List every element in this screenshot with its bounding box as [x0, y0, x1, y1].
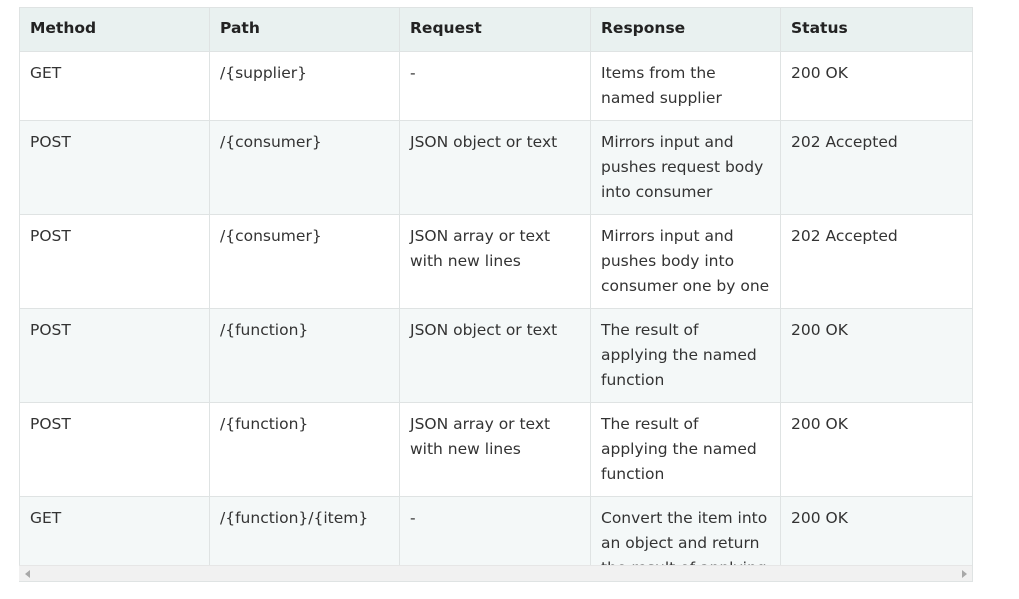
horizontal-scrollbar[interactable] — [19, 565, 973, 582]
header-method: Method — [19, 7, 210, 52]
cell-response: Mirrors input and pushes request body in… — [590, 120, 781, 215]
cell-method: POST — [19, 402, 210, 497]
table-row: POST /{consumer} JSON object or text Mir… — [19, 120, 973, 215]
cell-request: JSON array or text with new lines — [399, 402, 591, 497]
table-viewport: Method Path Request Response Status GET … — [19, 7, 973, 565]
cell-status: 202 Accepted — [780, 214, 973, 309]
cell-path: /{function}/{item} — [209, 496, 400, 565]
cell-request: JSON object or text — [399, 308, 591, 403]
header-row: Method Path Request Response Status — [19, 7, 973, 52]
header-response: Response — [590, 7, 781, 52]
cell-method: GET — [19, 496, 210, 565]
scroll-right-arrow-icon[interactable] — [962, 570, 967, 578]
cell-response: Convert the item into an object and retu… — [590, 496, 781, 565]
cell-path: /{function} — [209, 308, 400, 403]
cell-response: Items from the named supplier — [590, 51, 781, 121]
header-path: Path — [209, 7, 400, 52]
cell-status: 202 Accepted — [780, 120, 973, 215]
table-row: POST /{consumer} JSON array or text with… — [19, 214, 973, 309]
cell-method: POST — [19, 214, 210, 309]
table-row: GET /{function}/{item} - Convert the ite… — [19, 496, 973, 565]
cell-status: 200 OK — [780, 496, 973, 565]
cell-path: /{consumer} — [209, 214, 400, 309]
cell-path: /{consumer} — [209, 120, 400, 215]
cell-method: GET — [19, 51, 210, 121]
cell-request: - — [399, 496, 591, 565]
header-status: Status — [780, 7, 973, 52]
cell-path: /{supplier} — [209, 51, 400, 121]
cell-status: 200 OK — [780, 51, 973, 121]
cell-request: - — [399, 51, 591, 121]
cell-request: JSON array or text with new lines — [399, 214, 591, 309]
table-row: POST /{function} JSON array or text with… — [19, 402, 973, 497]
table-row: GET /{supplier} - Items from the named s… — [19, 51, 973, 121]
cell-path: /{function} — [209, 402, 400, 497]
cell-response: The result of applying the named functio… — [590, 402, 781, 497]
cell-response: Mirrors input and pushes body into consu… — [590, 214, 781, 309]
header-request: Request — [399, 7, 591, 52]
scroll-left-arrow-icon[interactable] — [25, 570, 30, 578]
table-row: POST /{function} JSON object or text The… — [19, 308, 973, 403]
cell-status: 200 OK — [780, 308, 973, 403]
cell-response: The result of applying the named functio… — [590, 308, 781, 403]
cell-method: POST — [19, 120, 210, 215]
cell-status: 200 OK — [780, 402, 973, 497]
table-container: Method Path Request Response Status GET … — [19, 7, 973, 582]
cell-method: POST — [19, 308, 210, 403]
cell-request: JSON object or text — [399, 120, 591, 215]
endpoints-table: Method Path Request Response Status GET … — [19, 7, 973, 565]
